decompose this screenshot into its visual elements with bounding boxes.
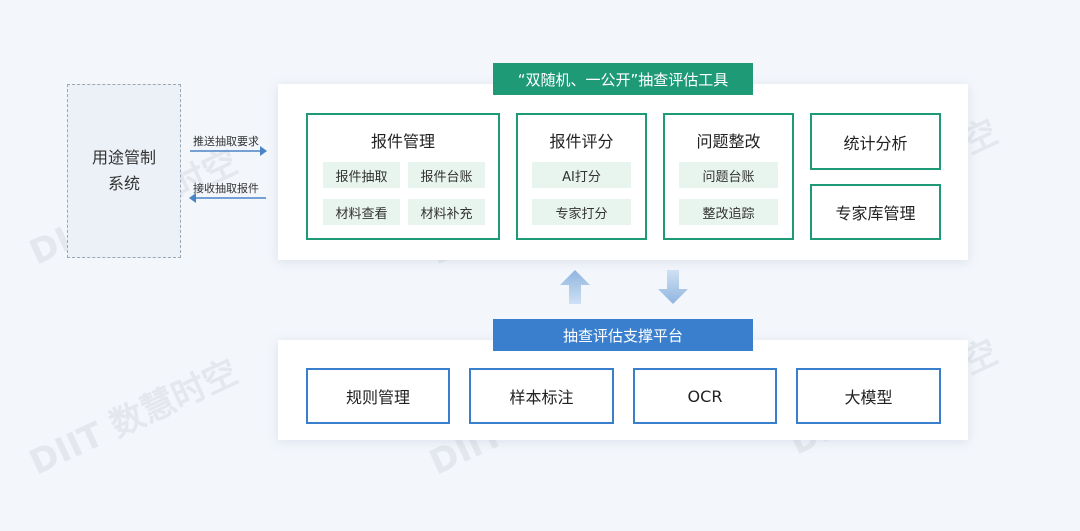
chip-expert-scoring: 专家打分 [532,199,631,225]
chip-rectification-tracking: 整改追踪 [679,199,778,225]
push-arrow-icon [190,146,267,156]
arrow-down-icon [658,270,688,304]
module-issue-rectification: 问题整改 问题台账 整改追踪 [663,113,794,240]
chip-report-ledger: 报件台账 [408,162,485,188]
platform-large-model: 大模型 [796,368,941,424]
arrow-up-icon [560,270,590,304]
chip-ai-scoring: AI打分 [532,162,631,188]
chip-issue-ledger: 问题台账 [679,162,778,188]
module-title: 报件管理 [370,132,435,151]
module-expert-library: 专家库管理 [810,184,941,240]
module-statistics: 统计分析 [810,113,941,170]
watermark: DIIT 数慧时空 [23,352,244,484]
platform-rule-management: 规则管理 [306,368,450,424]
module-report-scoring: 报件评分 AI打分 专家打分 [516,113,647,240]
module-report-management: 报件管理 报件抽取 报件台账 材料查看 材料补充 [306,113,500,240]
chip-material-supplement: 材料补充 [408,199,485,225]
support-platform-title: 抽查评估支撑平台 [493,319,753,351]
evaluation-tool-title: “双随机、一公开”抽查评估工具 [493,63,753,95]
platform-sample-labeling: 样本标注 [469,368,614,424]
module-title: 问题整改 [696,132,761,151]
platform-ocr: OCR [633,368,777,424]
chip-report-extract: 报件抽取 [323,162,400,188]
module-title: 报件评分 [549,132,614,151]
system-name-line2: 系统 [107,174,140,193]
chip-material-view: 材料查看 [323,199,400,225]
external-system-box: 用途管制 系统 [67,84,181,258]
receive-arrow-icon [189,193,266,203]
system-name-line1: 用途管制 [91,148,156,167]
push-request-label: 推送抽取要求 [193,135,259,148]
receive-report-label: 接收抽取报件 [193,182,259,195]
